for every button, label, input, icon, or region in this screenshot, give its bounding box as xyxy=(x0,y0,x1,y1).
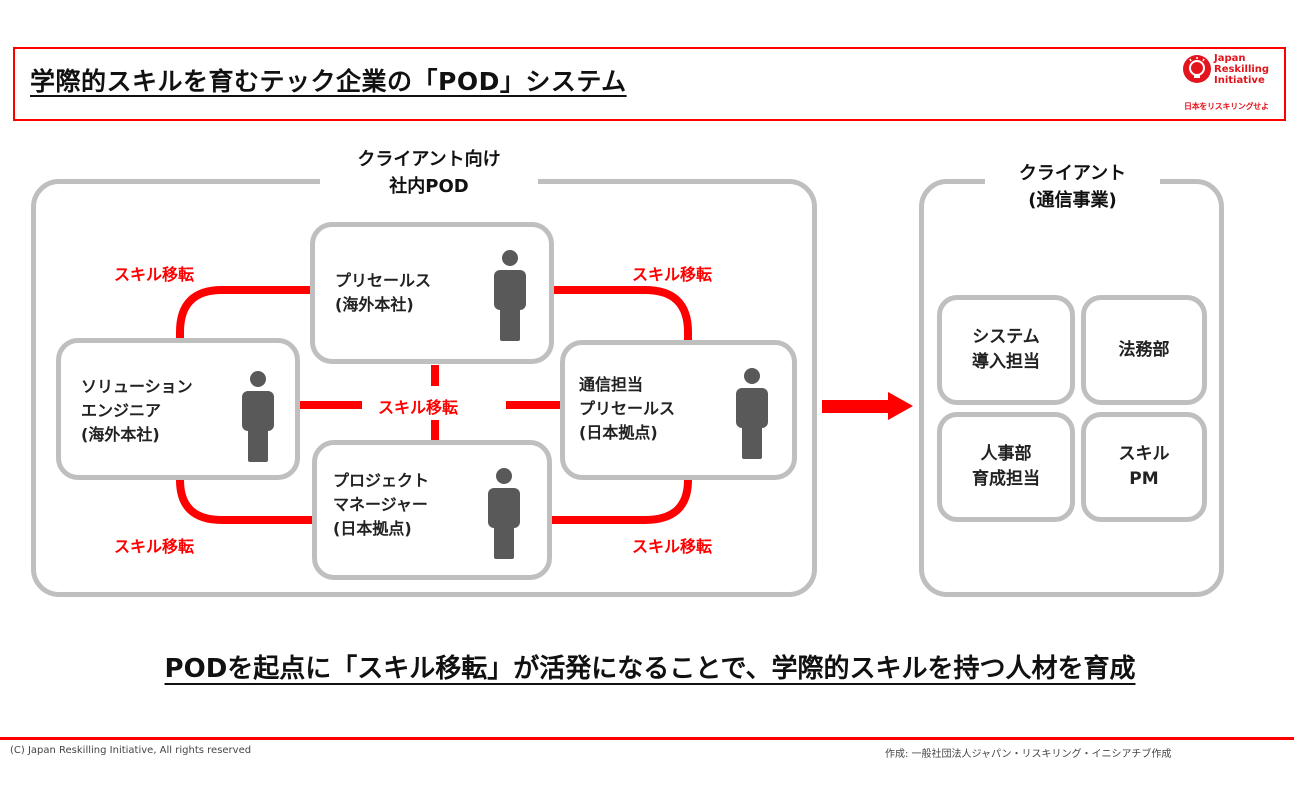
department-label: スキル PM xyxy=(1119,442,1170,492)
person-icon xyxy=(736,368,768,459)
member-label-line-3: (海外本社) xyxy=(81,425,160,444)
department-label-line-1: 人事部 xyxy=(980,444,1032,464)
pod-label-line-1: クライアント向け xyxy=(357,149,501,170)
skill-transfer-label-top-left: スキル移転 xyxy=(114,265,195,284)
logo-tagline: 日本をリスキリングせよ xyxy=(1184,102,1269,111)
connector-bottom-left xyxy=(176,478,312,524)
pod-label-line-2: 社内POD xyxy=(389,176,469,197)
client-label-line-1: クライアント xyxy=(1018,163,1127,184)
copyright: (C) Japan Reskilling Initiative, All rig… xyxy=(10,745,252,756)
member-label-line-2: (海外本社) xyxy=(335,295,414,314)
client-label: クライアント (通信事業) xyxy=(985,160,1160,214)
page-title: 学際的スキルを育むテック企業の「POD」システム xyxy=(30,67,627,96)
client-label-line-2: (通信事業) xyxy=(1028,190,1117,211)
department-label-line-2: 育成担当 xyxy=(972,469,1040,489)
member-label-line-2: マネージャー xyxy=(333,495,428,514)
member-card-project-manager: プロジェクト マネージャー (日本拠点) xyxy=(312,440,552,580)
department-label: 人事部 育成担当 xyxy=(972,442,1040,492)
member-label: ソリューション エンジニア (海外本社) xyxy=(81,375,193,447)
member-label-line-1: ソリューション xyxy=(81,377,193,396)
member-label-line-1: 通信担当 xyxy=(579,375,644,394)
member-label-line-3: (日本拠点) xyxy=(579,423,658,442)
connector-top-left xyxy=(176,286,312,342)
department-card-legal: 法務部 xyxy=(1081,295,1207,405)
member-card-solution-engineer: ソリューション エンジニア (海外本社) xyxy=(56,338,300,480)
skill-transfer-label-bottom-left: スキル移転 xyxy=(114,537,195,556)
header-box xyxy=(13,47,1286,121)
skill-transfer-label-top-right: スキル移転 xyxy=(632,265,713,284)
department-label-line-1: システム xyxy=(972,327,1040,347)
member-card-presales-hq: プリセールス (海外本社) xyxy=(310,222,554,364)
skill-transfer-label-center: スキル移転 xyxy=(370,394,467,418)
connector-top-right xyxy=(552,286,692,345)
member-label-line-1: プリセールス xyxy=(335,271,432,290)
logo-line-2: Reskilling xyxy=(1214,64,1270,75)
bottom-message: PODを起点に「スキル移転」が活発になることで、学際的スキルを持つ人材を育成 xyxy=(164,654,1136,684)
department-label-line-2: PM xyxy=(1129,469,1159,489)
logo xyxy=(1182,52,1282,116)
credit: 作成: 一般社団法人ジャパン・リスキリング・イニシアチブ作成 xyxy=(885,749,1172,760)
pod-label: クライアント向け 社内POD xyxy=(320,146,538,200)
department-label: システム 導入担当 xyxy=(972,325,1040,375)
department-card-system-implementation: システム 導入担当 xyxy=(937,295,1075,405)
member-label-line-2: エンジニア xyxy=(81,401,162,420)
member-card-telecom-presales: 通信担当 プリセールス (日本拠点) xyxy=(560,340,797,480)
arrow-to-client xyxy=(822,392,913,420)
department-card-skill-pm: スキル PM xyxy=(1081,412,1207,522)
department-label-line-1: 法務部 xyxy=(1118,339,1170,360)
logo-line-3: Initiative xyxy=(1214,75,1265,86)
person-icon xyxy=(494,250,526,341)
logo-line-1: Japan xyxy=(1214,53,1246,64)
member-label-line-2: プリセールス xyxy=(579,399,676,418)
logo-text: Japan Reskilling Initiative xyxy=(1214,53,1269,86)
department-label-line-2: 導入担当 xyxy=(972,352,1040,372)
connector-bottom-right xyxy=(552,475,692,524)
person-icon xyxy=(242,371,274,462)
member-label: プロジェクト マネージャー (日本拠点) xyxy=(333,469,429,541)
member-label-line-1: プロジェクト xyxy=(333,471,430,490)
department-card-hr-training: 人事部 育成担当 xyxy=(937,412,1075,522)
member-label-line-3: (日本拠点) xyxy=(333,519,412,538)
footer-divider xyxy=(0,737,1294,740)
member-label: プリセールス (海外本社) xyxy=(335,269,431,317)
person-icon xyxy=(488,468,520,559)
member-label: 通信担当 プリセールス (日本拠点) xyxy=(579,373,675,445)
department-label-line-1: スキル xyxy=(1118,444,1170,464)
lightbulb-head-icon xyxy=(1183,55,1211,83)
skill-transfer-label-bottom-right: スキル移転 xyxy=(632,537,713,556)
department-label: 法務部 xyxy=(1119,338,1170,363)
